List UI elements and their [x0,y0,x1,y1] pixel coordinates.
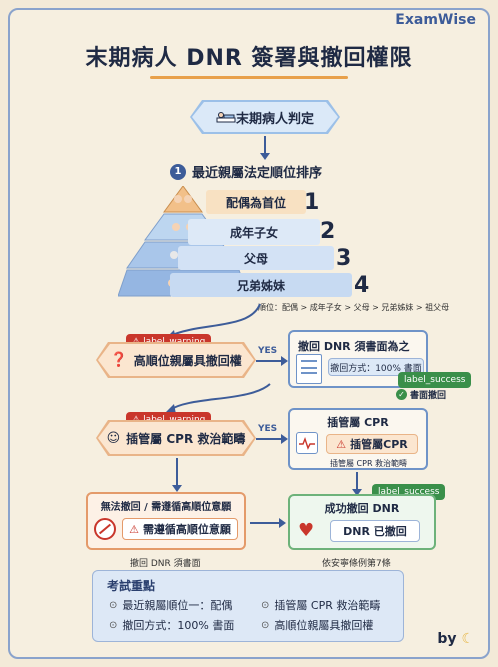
result1-title: 撤回 DNR 須書面為之 [298,340,410,353]
pyramid-layer-1-label: 配偶為首位 [225,195,286,210]
right-card-caption: 依安寧條例第7條 [322,559,391,569]
step1-label: 最近親屬法定順位排序 [192,166,323,181]
intubation-icon: ☺ [106,430,121,446]
result1-check: ✓ 書面撤回 [396,388,446,401]
start-node-inner: 末期病人判定 [192,102,338,132]
heart-icon: ♥ [298,520,315,541]
footer-signature: by ☾ [437,631,474,647]
rank-2: 2 [320,219,336,244]
left-card-inner-label: 需遵循高順位意願 [142,523,231,536]
rank-4: 4 [354,273,370,298]
summary-item-text: 最近親屬順位一：配偶 [122,599,233,612]
banana-icon: ☾ [461,631,474,647]
question-doc-icon: ❓ [110,352,128,368]
pyramid-caption: 順位：配偶 > 成年子女 > 父母 > 兄弟姊妹 > 祖父母 [258,303,450,312]
summary-item-text: 插管屬 CPR 救治範疇 [274,599,381,612]
summary-item-text: 高順位親屬具撤回權 [274,619,374,632]
result2-card: 插管屬 CPR ⚠ 插管屬CPR 插管屬 CPR 救治範疇 [288,408,428,470]
result2-caption: 插管屬 CPR 救治範疇 [330,459,408,468]
decision1-node-inner: ❓ 高順位親屬具撤回權 [98,344,254,376]
pyramid-layer-4-label: 兄弟姊妹 [236,278,285,293]
warning-icon: ⚠ [129,522,139,536]
result2-title: 插管屬 CPR [327,416,389,429]
bullet-icon: ⊙ [109,619,118,631]
left-outcome-card: 無法撤回 / 需遵循高順位意願 ⚠ 需遵循高順位意願 [86,492,246,550]
arrow-left-to-right [250,518,286,528]
bullet-icon: ⊙ [261,599,270,611]
summary-item: ⊙ 最近親屬順位一：配偶 [109,597,232,613]
result1-check-label: 書面撤回 [410,391,447,401]
document-icon [296,354,322,384]
step-number-badge: 1 [170,163,186,180]
summary-item: ⊙ 高順位親屬具撤回權 [261,617,373,633]
right-card-inner: DNR 已撤回 [330,520,420,542]
patient-bed-icon [216,109,236,125]
check-icon: ✓ [396,389,407,400]
right-card-title: 成功撤回 DNR [324,502,400,515]
decision2-yes: YES [258,424,278,434]
arrow-decision2-result2 [256,434,288,444]
left-card-title: 無法撤回 / 需遵循高順位意願 [100,502,232,513]
pyramid-layer-3: 父母 [178,246,334,270]
result1-method: 撤回方式：100% 書面 [328,358,424,376]
arrow-start-step1 [260,136,270,160]
arrow-decision1-result1 [256,356,288,366]
page-title: 末期病人 DNR 簽署與撤回權限 [85,46,413,71]
pyramid-layer-4: 兄弟姊妹 [170,273,352,297]
arrow-decision2-left [172,458,182,492]
result2-inner: ⚠ 插管屬CPR [326,434,418,454]
result2-inner-label: 插管屬CPR [350,438,408,451]
left-card-inner: ⚠ 需遵循高順位意願 [122,518,238,540]
bullet-icon: ⊙ [109,599,118,611]
no-entry-icon [94,518,116,540]
exam-summary-box: 考試重點 ⊙ 最近親屬順位一：配偶 ⊙ 插管屬 CPR 救治範疇 ⊙ 撤回方式：… [92,570,404,642]
arrow-result2-right [352,472,362,496]
pyramid-layer-2-label: 成年子女 [229,225,278,240]
decision1-yes: YES [258,346,278,356]
decision1-label: 高順位親屬具撤回權 [133,353,242,368]
decision2-label: 插管屬 CPR 救治範疇 [126,431,246,446]
pyramid-layer-3-label: 父母 [243,251,268,266]
rank-3: 3 [336,246,352,271]
bullet-icon: ⊙ [261,619,270,631]
pyramid-layer-2: 成年子女 [188,219,320,245]
left-card-caption: 撤回 DNR 須書面 [130,559,201,569]
brand-logo: ExamWise [395,12,476,28]
summary-item: ⊙ 插管屬 CPR 救治範疇 [261,597,380,613]
monitor-icon [296,432,318,454]
title-underline [150,76,348,79]
result1-card: 撤回 DNR 須書面為之 撤回方式：100% 書面 [288,330,428,388]
arrow-decision1-decision2 [164,383,271,414]
pyramid-layer-1: 配偶為首位 [206,190,306,214]
step1-title: 1 最近親屬法定順位排序 [170,162,322,181]
start-label: 末期病人判定 [235,111,314,127]
summary-title: 考試重點 [107,579,156,593]
decision2-node-inner: ☺ 插管屬 CPR 救治範疇 [98,422,254,454]
footer-by-label: by [437,631,457,647]
result1-success-tag: label_success [398,372,472,388]
summary-item-text: 撤回方式：100% 書面 [122,619,235,632]
rank-1: 1 [304,190,320,215]
right-outcome-card: 成功撤回 DNR ♥ DNR 已撤回 [288,494,436,550]
warning-icon: ⚠ [336,437,347,451]
summary-item: ⊙ 撤回方式：100% 書面 [109,617,234,633]
